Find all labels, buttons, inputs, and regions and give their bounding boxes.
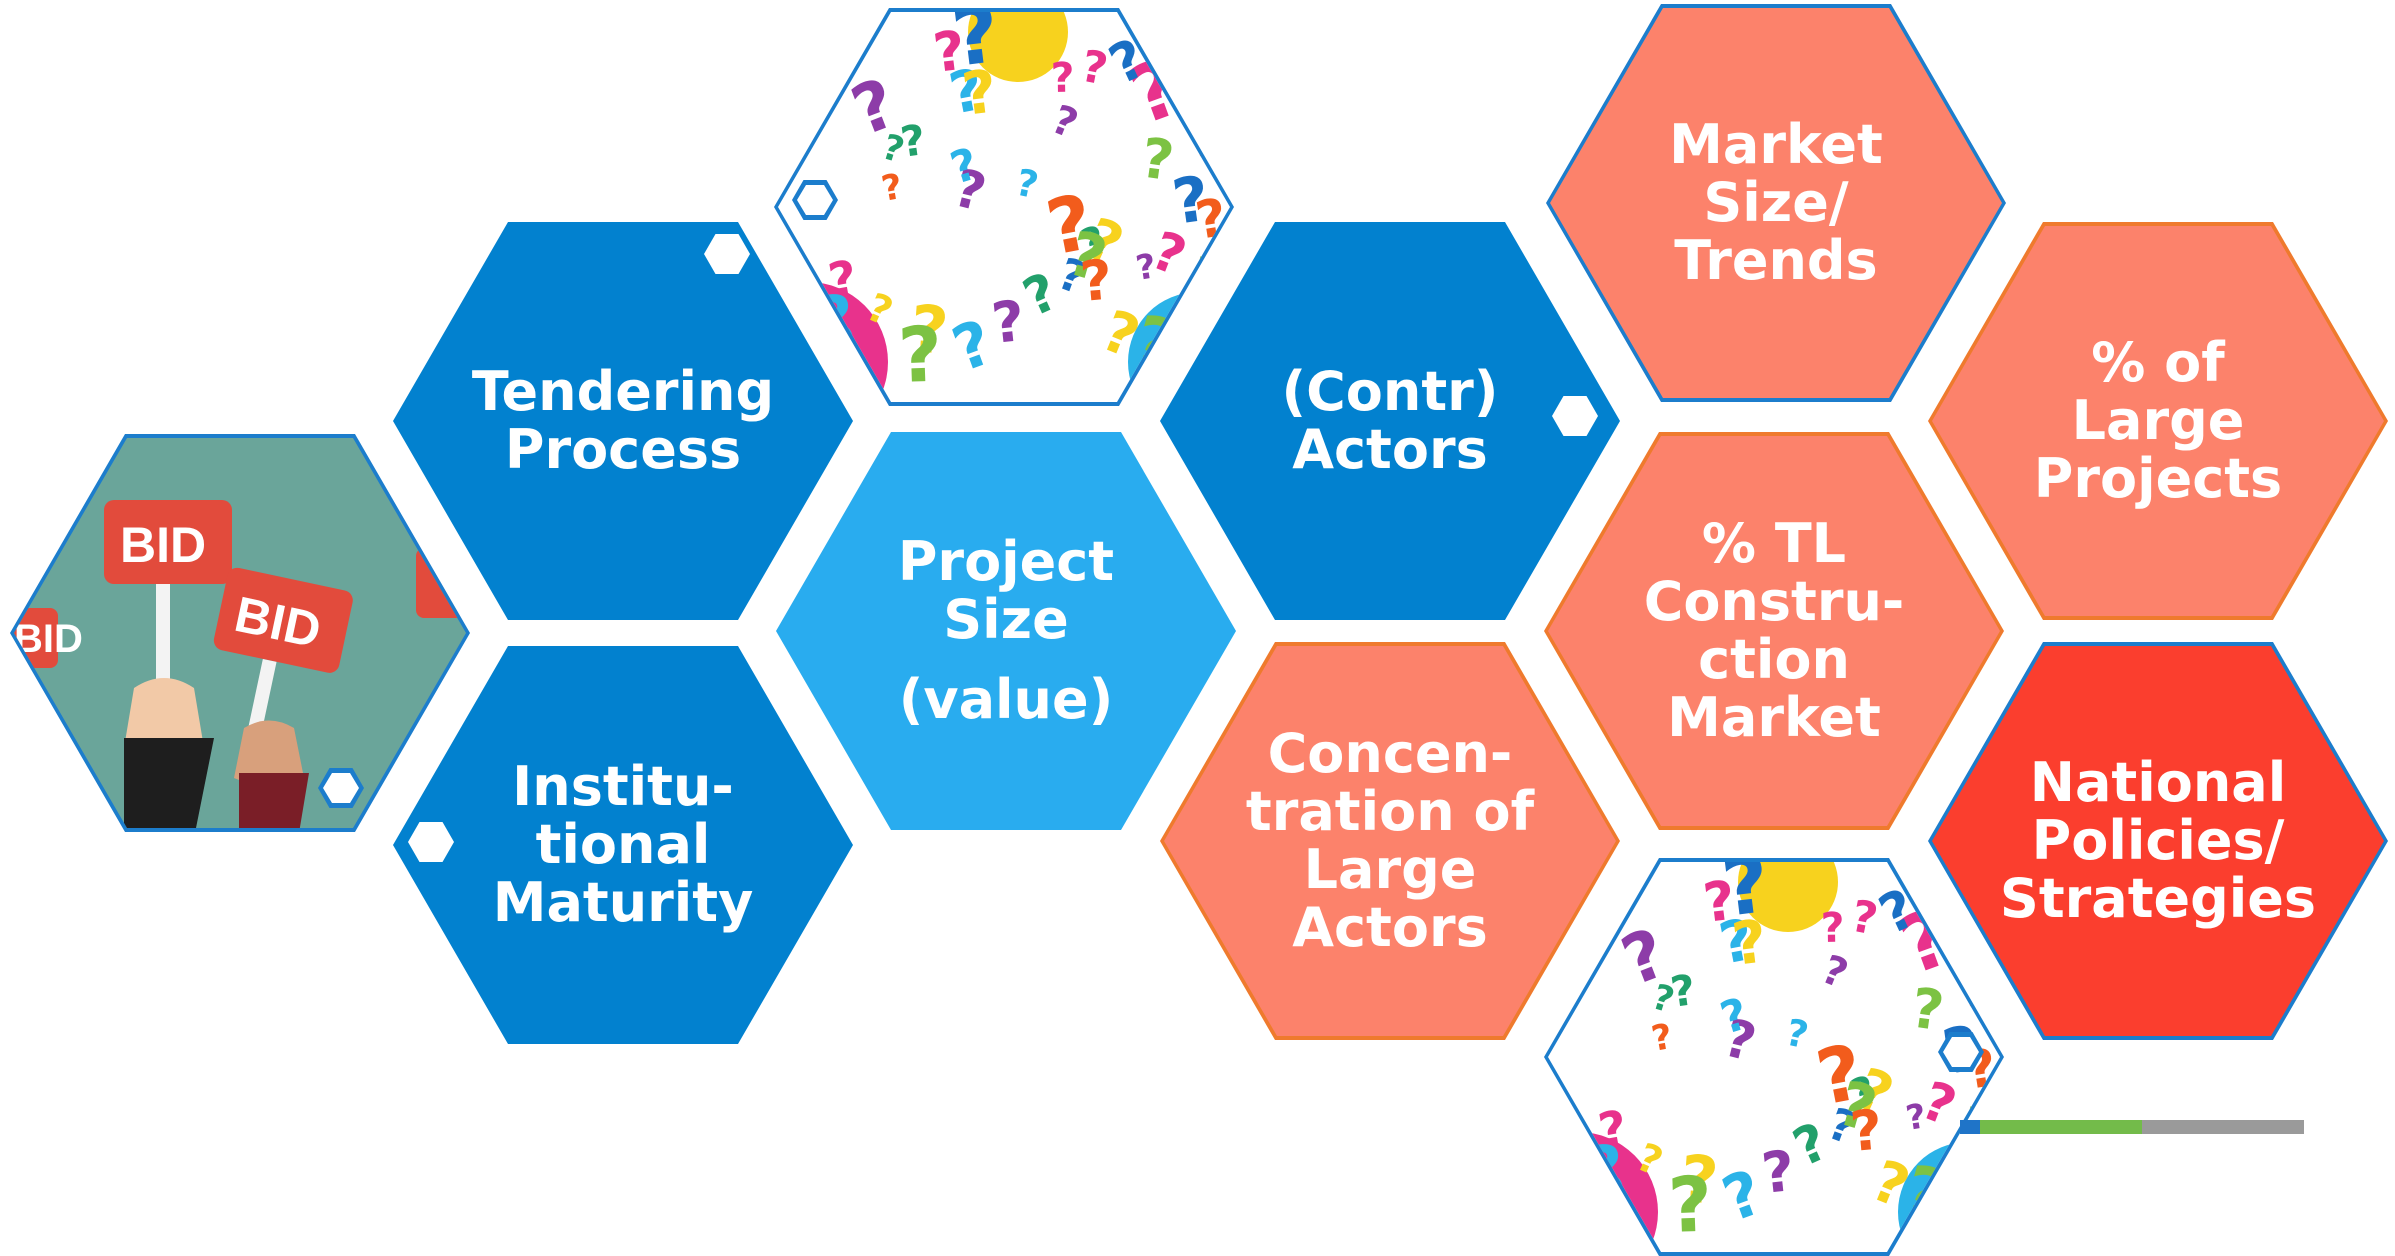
hexagon-institutional-maturity: Institu- tional Maturity <box>393 646 853 1044</box>
hexagon-label-line: Concen- <box>1267 722 1513 785</box>
hexagon-label-line: (Contr) <box>1281 360 1499 423</box>
question-mark-glyph: ? <box>795 18 827 68</box>
hexagon-label-line: Large <box>2071 389 2245 452</box>
question-mark-glyph: ? <box>1700 869 1739 935</box>
question-marks-icon: ????????????????????????????????????????… <box>1548 862 2000 1252</box>
hexagon-label-line: Policies/ <box>2031 809 2285 872</box>
hexagon-label-line: tration of <box>1245 780 1535 843</box>
question-mark-glyph: ? <box>1938 903 1968 962</box>
hexagon-label-line: Process <box>504 418 742 481</box>
question-mark-glyph: ? <box>1928 1179 1953 1224</box>
question-mark-glyph: ? <box>1667 1160 1714 1250</box>
hexagon-label-line: Strategies <box>1999 867 2317 930</box>
question-mark-glyph: ? <box>947 12 1004 85</box>
question-mark-glyph: ? <box>1782 1011 1812 1058</box>
question-mark-glyph: ? <box>930 19 969 85</box>
decorative-line-green <box>1980 1120 2142 1134</box>
question-mark-glyph: ? <box>1189 246 1228 310</box>
hexagon-label-line: Actors <box>1292 418 1488 481</box>
hexagon-label-line: Size/ <box>1703 171 1849 234</box>
mini-hexagon-icon <box>704 234 750 274</box>
hexagon-label-line: Maturity <box>492 871 754 934</box>
bid-paddles-icon: BID BID BID <box>14 500 466 828</box>
question-mark-glyph: ? <box>958 56 1000 129</box>
question-marks-top-hexagon: ????????????????????????????????????????… <box>774 8 1234 406</box>
hexagon-project-size: Project Size (value) <box>776 432 1236 830</box>
question-marks-bottom-hexagon: ????????????????????????????????????????… <box>1544 858 2004 1256</box>
hexagon-label-line: National <box>2029 751 2287 814</box>
question-mark-glyph: ? <box>1567 1163 1605 1218</box>
hexagon-market-size-trends: Market Size/ Trends <box>1546 4 2006 402</box>
hexagon-concentration-large-actors: Concen- tration of Large Actors <box>1160 642 1620 1040</box>
question-mark-glyph: ? <box>1568 1183 1615 1252</box>
question-mark-glyph: ? <box>1045 97 1084 148</box>
hexagon-label-line: % TL <box>1701 512 1847 575</box>
question-mark-glyph: ? <box>1585 1131 1625 1206</box>
hexagon-contractors: (Contr) Actors <box>1160 222 1620 620</box>
hexagon-tendering-process: Tendering Process <box>393 222 853 620</box>
hexagon-pct-tl-construction-market: % TL Constru- ction Market <box>1544 432 2004 830</box>
hexagon-label-line: Trends <box>1674 229 1878 292</box>
question-mark-glyph: ? <box>1678 1142 1721 1219</box>
question-mark-glyph: ? <box>1185 99 1225 171</box>
question-mark-glyph: ? <box>1820 904 1845 952</box>
hexagon-national-policies-strategies: National Policies/ Strategies <box>1928 642 2388 1040</box>
question-mark-glyph: ? <box>1078 247 1115 314</box>
question-mark-glyph: ? <box>897 310 944 400</box>
mini-hexagon-icon <box>792 180 838 220</box>
question-mark-glyph: ? <box>1050 54 1075 102</box>
mini-hexagon-icon <box>318 768 364 808</box>
bid-image-hexagon: BID BID BID <box>10 434 470 832</box>
hexagon-label-line: % of <box>2091 331 2225 394</box>
question-mark-glyph: ? <box>879 167 906 210</box>
question-mark-glyph: ? <box>1571 1176 1617 1243</box>
hexagon-label-line: Tendering <box>471 360 775 423</box>
question-mark-glyph: ? <box>908 292 951 369</box>
question-mark-glyph: ? <box>1759 1139 1798 1207</box>
question-mark-glyph: ? <box>1728 906 1770 979</box>
hexagon-label-line: Actors <box>1292 896 1488 959</box>
question-mark-glyph: ? <box>1012 161 1042 208</box>
question-mark-glyph: ? <box>1168 53 1198 112</box>
hexagon-label-line: Projects <box>2033 447 2283 510</box>
question-mark-glyph: ? <box>1158 329 1183 374</box>
question-mark-glyph: ? <box>989 289 1028 357</box>
hexagon-label-line: Institu- <box>512 755 734 818</box>
question-mark-glyph: ? <box>1848 1097 1885 1164</box>
mini-hexagon-icon <box>408 822 454 862</box>
question-mark-glyph: ? <box>1649 1017 1676 1060</box>
hexagon-label-line: (value) <box>898 668 1114 731</box>
hexagon-label-line: Market <box>1667 686 1881 749</box>
question-mark-glyph: ? <box>1815 947 1854 998</box>
hexagon-label-line: Project <box>897 530 1115 593</box>
hexagon-label-line: Size <box>943 588 1069 651</box>
hexagon-label-line: tional <box>535 813 711 876</box>
hexagon-label-line: Large <box>1303 838 1477 901</box>
decorative-blob <box>1738 862 1838 932</box>
hexagon-label-line: ction <box>1698 628 1850 691</box>
hexagon-label-line: Market <box>1669 113 1883 176</box>
bid-sign-text: BID <box>120 517 206 573</box>
question-marks-icon: ????????????????????????????????????????… <box>778 12 1230 402</box>
question-mark-glyph: ? <box>1955 949 1995 1021</box>
bid-sign-text: BID <box>14 617 83 661</box>
question-mark-glyph: ? <box>815 281 855 356</box>
hexagon-label-line: Constru- <box>1643 570 1905 633</box>
question-mark-glyph: ? <box>1717 862 1774 935</box>
decorative-line-gray <box>2142 1120 2304 1134</box>
decorative-blob <box>968 12 1068 82</box>
hexagon-pct-large-projects: % of Large Projects <box>1928 222 2388 620</box>
